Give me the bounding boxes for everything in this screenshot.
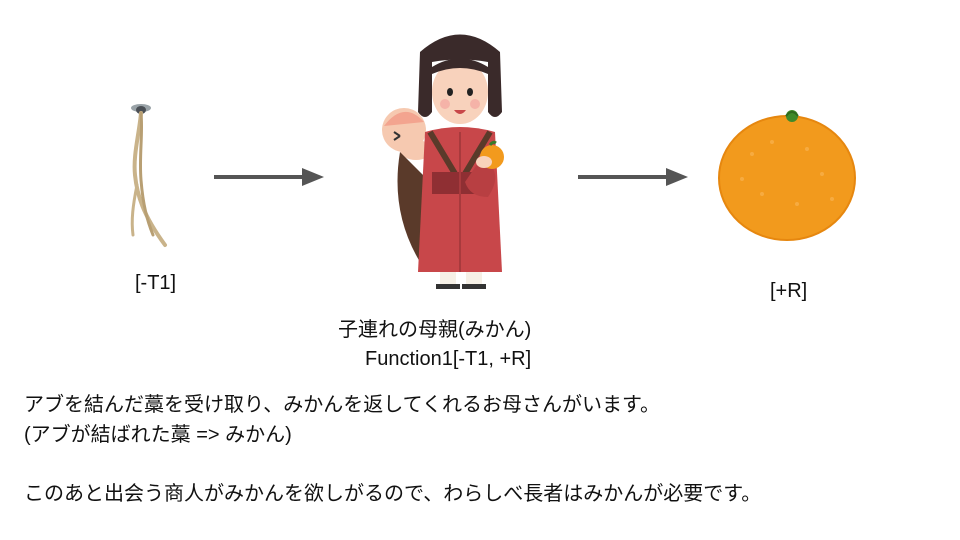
fly-icon	[131, 104, 151, 114]
description-line-1: アブを結んだ藁を受け取り、みかんを返してくれるお母さんがいます。	[24, 394, 660, 416]
orange-illustration	[718, 110, 856, 241]
description-line-3: このあと出会う商人がみかんを欲しがるので、わらしべ長者はみかんが必要です。	[24, 483, 762, 505]
baby-icon	[382, 108, 432, 160]
orange-stem-icon	[785, 110, 799, 122]
mother-with-baby-illustration	[382, 34, 504, 289]
input-type-label: [-T1]	[135, 272, 177, 294]
arrow-right-icon	[214, 168, 324, 186]
output-type-label: [+R]	[770, 280, 808, 302]
arrow-right-icon-2	[578, 168, 688, 186]
function-signature: Function1[-T1, +R]	[365, 348, 532, 370]
description-line-2: (アブが結ばれた藁 => みかん)	[24, 424, 292, 446]
function-title: 子連れの母親(みかん)	[338, 319, 532, 341]
straw-with-fly-illustration	[130, 104, 167, 247]
